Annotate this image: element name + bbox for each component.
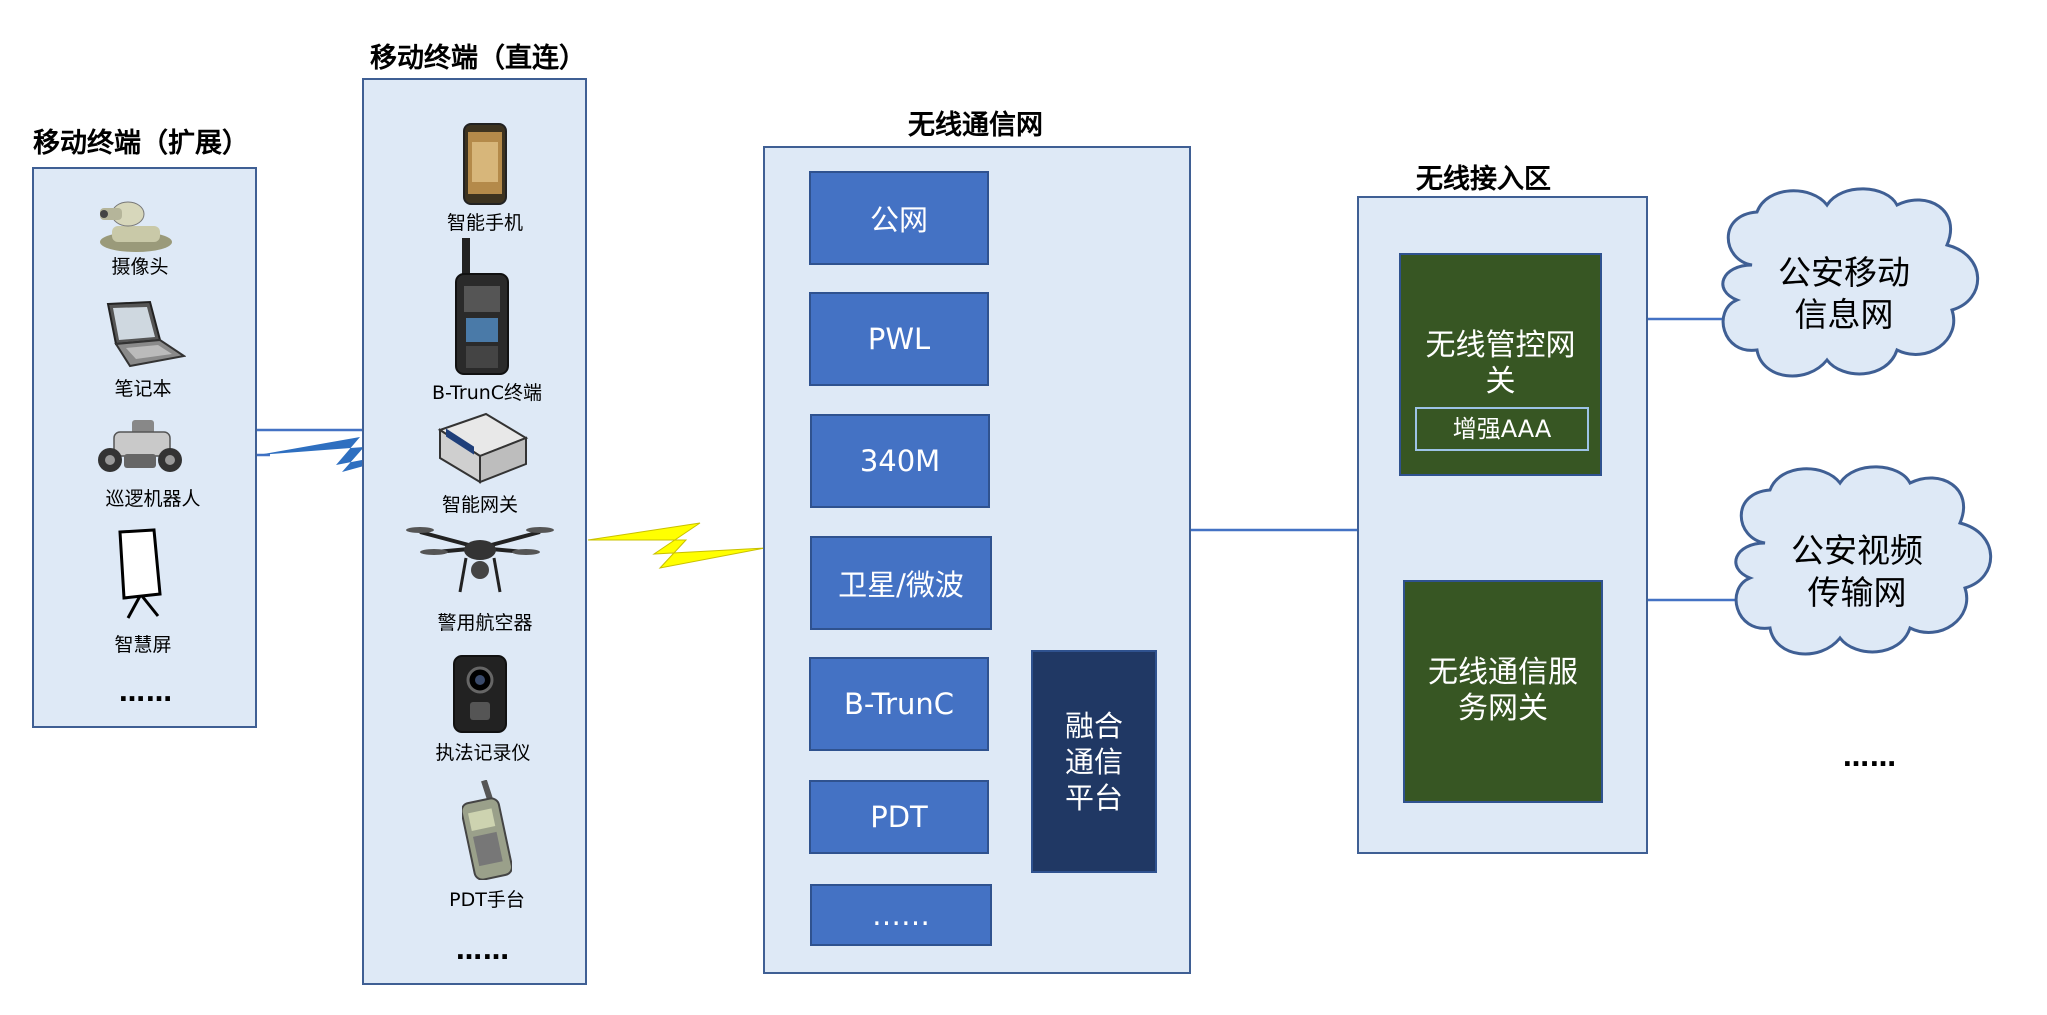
wireless-network-title: 无线通信网 xyxy=(908,110,1043,141)
ext-more-ellipsis: …… xyxy=(119,678,173,708)
laptop-icon xyxy=(106,300,186,368)
network-box-more: …… xyxy=(810,884,992,946)
cloud-1-line-1: 公安移动 xyxy=(1778,253,1910,292)
handheld-radio-icon xyxy=(462,780,512,880)
direct-item-label-gateway: 智能网关 xyxy=(441,494,519,516)
direct-item-label-btrunc: B-TrunC终端 xyxy=(431,382,543,404)
fusion-line-3: 平台 xyxy=(1064,780,1123,815)
direct-item-label-pdt: PDT手台 xyxy=(449,889,525,911)
ext-terminals-title: 移动终端（扩展） xyxy=(33,128,249,159)
body-camera-icon xyxy=(453,655,507,733)
cloud-shape-1 xyxy=(1721,187,1980,378)
control-gateway-box: 无线管控网关 增强AAA xyxy=(1399,253,1602,476)
network-box-pwl: PWL xyxy=(809,292,989,386)
direct-more-ellipsis: …… xyxy=(456,936,510,966)
service-gateway-box: 无线通信服务网关 xyxy=(1403,580,1603,803)
network-box-public: 公网 xyxy=(809,171,989,265)
control-gateway-label: 无线管控网关 xyxy=(1425,328,1576,399)
fusion-platform-box: 融合 通信 平台 xyxy=(1031,650,1157,873)
fusion-line-2: 通信 xyxy=(1064,744,1123,779)
service-gateway-label: 无线通信服务网关 xyxy=(1428,655,1578,726)
yellow-lightning-bolt xyxy=(587,522,766,569)
drone-icon xyxy=(406,527,554,593)
ext-item-label-screen: 智慧屏 xyxy=(114,634,172,656)
network-box-340m: 340M xyxy=(810,414,990,508)
cloud-2-line-2: 传输网 xyxy=(1807,573,1907,612)
gateway-box-icon xyxy=(437,412,529,484)
network-box-btrunc: B-TrunC xyxy=(809,657,989,751)
fusion-line-1: 融合 xyxy=(1064,708,1123,743)
ptz-camera-icon xyxy=(100,201,172,252)
cloud-label-mobile-info-net: 公安移动 信息网 xyxy=(1778,252,1910,336)
cloud-shape-2 xyxy=(1734,465,1993,656)
smart-screen-icon xyxy=(118,528,162,619)
cloud-1-line-2: 信息网 xyxy=(1794,295,1894,334)
ext-item-label-laptop: 笔记本 xyxy=(114,378,172,400)
clouds-more-ellipsis: …… xyxy=(1843,743,1897,773)
direct-item-label-bodycam: 执法记录仪 xyxy=(435,742,531,764)
network-box-pdt: PDT xyxy=(809,780,989,854)
access-zone-title: 无线接入区 xyxy=(1416,164,1551,195)
ext-item-label-robot: 巡逻机器人 xyxy=(105,488,201,510)
direct-terminals-title: 移动终端（直连） xyxy=(370,43,586,74)
cloud-label-video-net: 公安视频 传输网 xyxy=(1791,530,1923,614)
enhanced-aaa-box: 增强AAA xyxy=(1415,407,1589,451)
ext-item-label-camera: 摄像头 xyxy=(111,256,169,278)
patrol-robot-icon xyxy=(98,420,182,472)
smartphone-icon xyxy=(463,123,507,205)
radio-terminal-icon xyxy=(455,238,509,375)
direct-item-label-drone: 警用航空器 xyxy=(437,612,533,634)
direct-item-label-smartphone: 智能手机 xyxy=(446,212,524,234)
cloud-2-line-1: 公安视频 xyxy=(1791,531,1923,570)
network-box-satellite: 卫星/微波 xyxy=(810,536,992,630)
blue-lightning-bolt xyxy=(258,437,440,472)
